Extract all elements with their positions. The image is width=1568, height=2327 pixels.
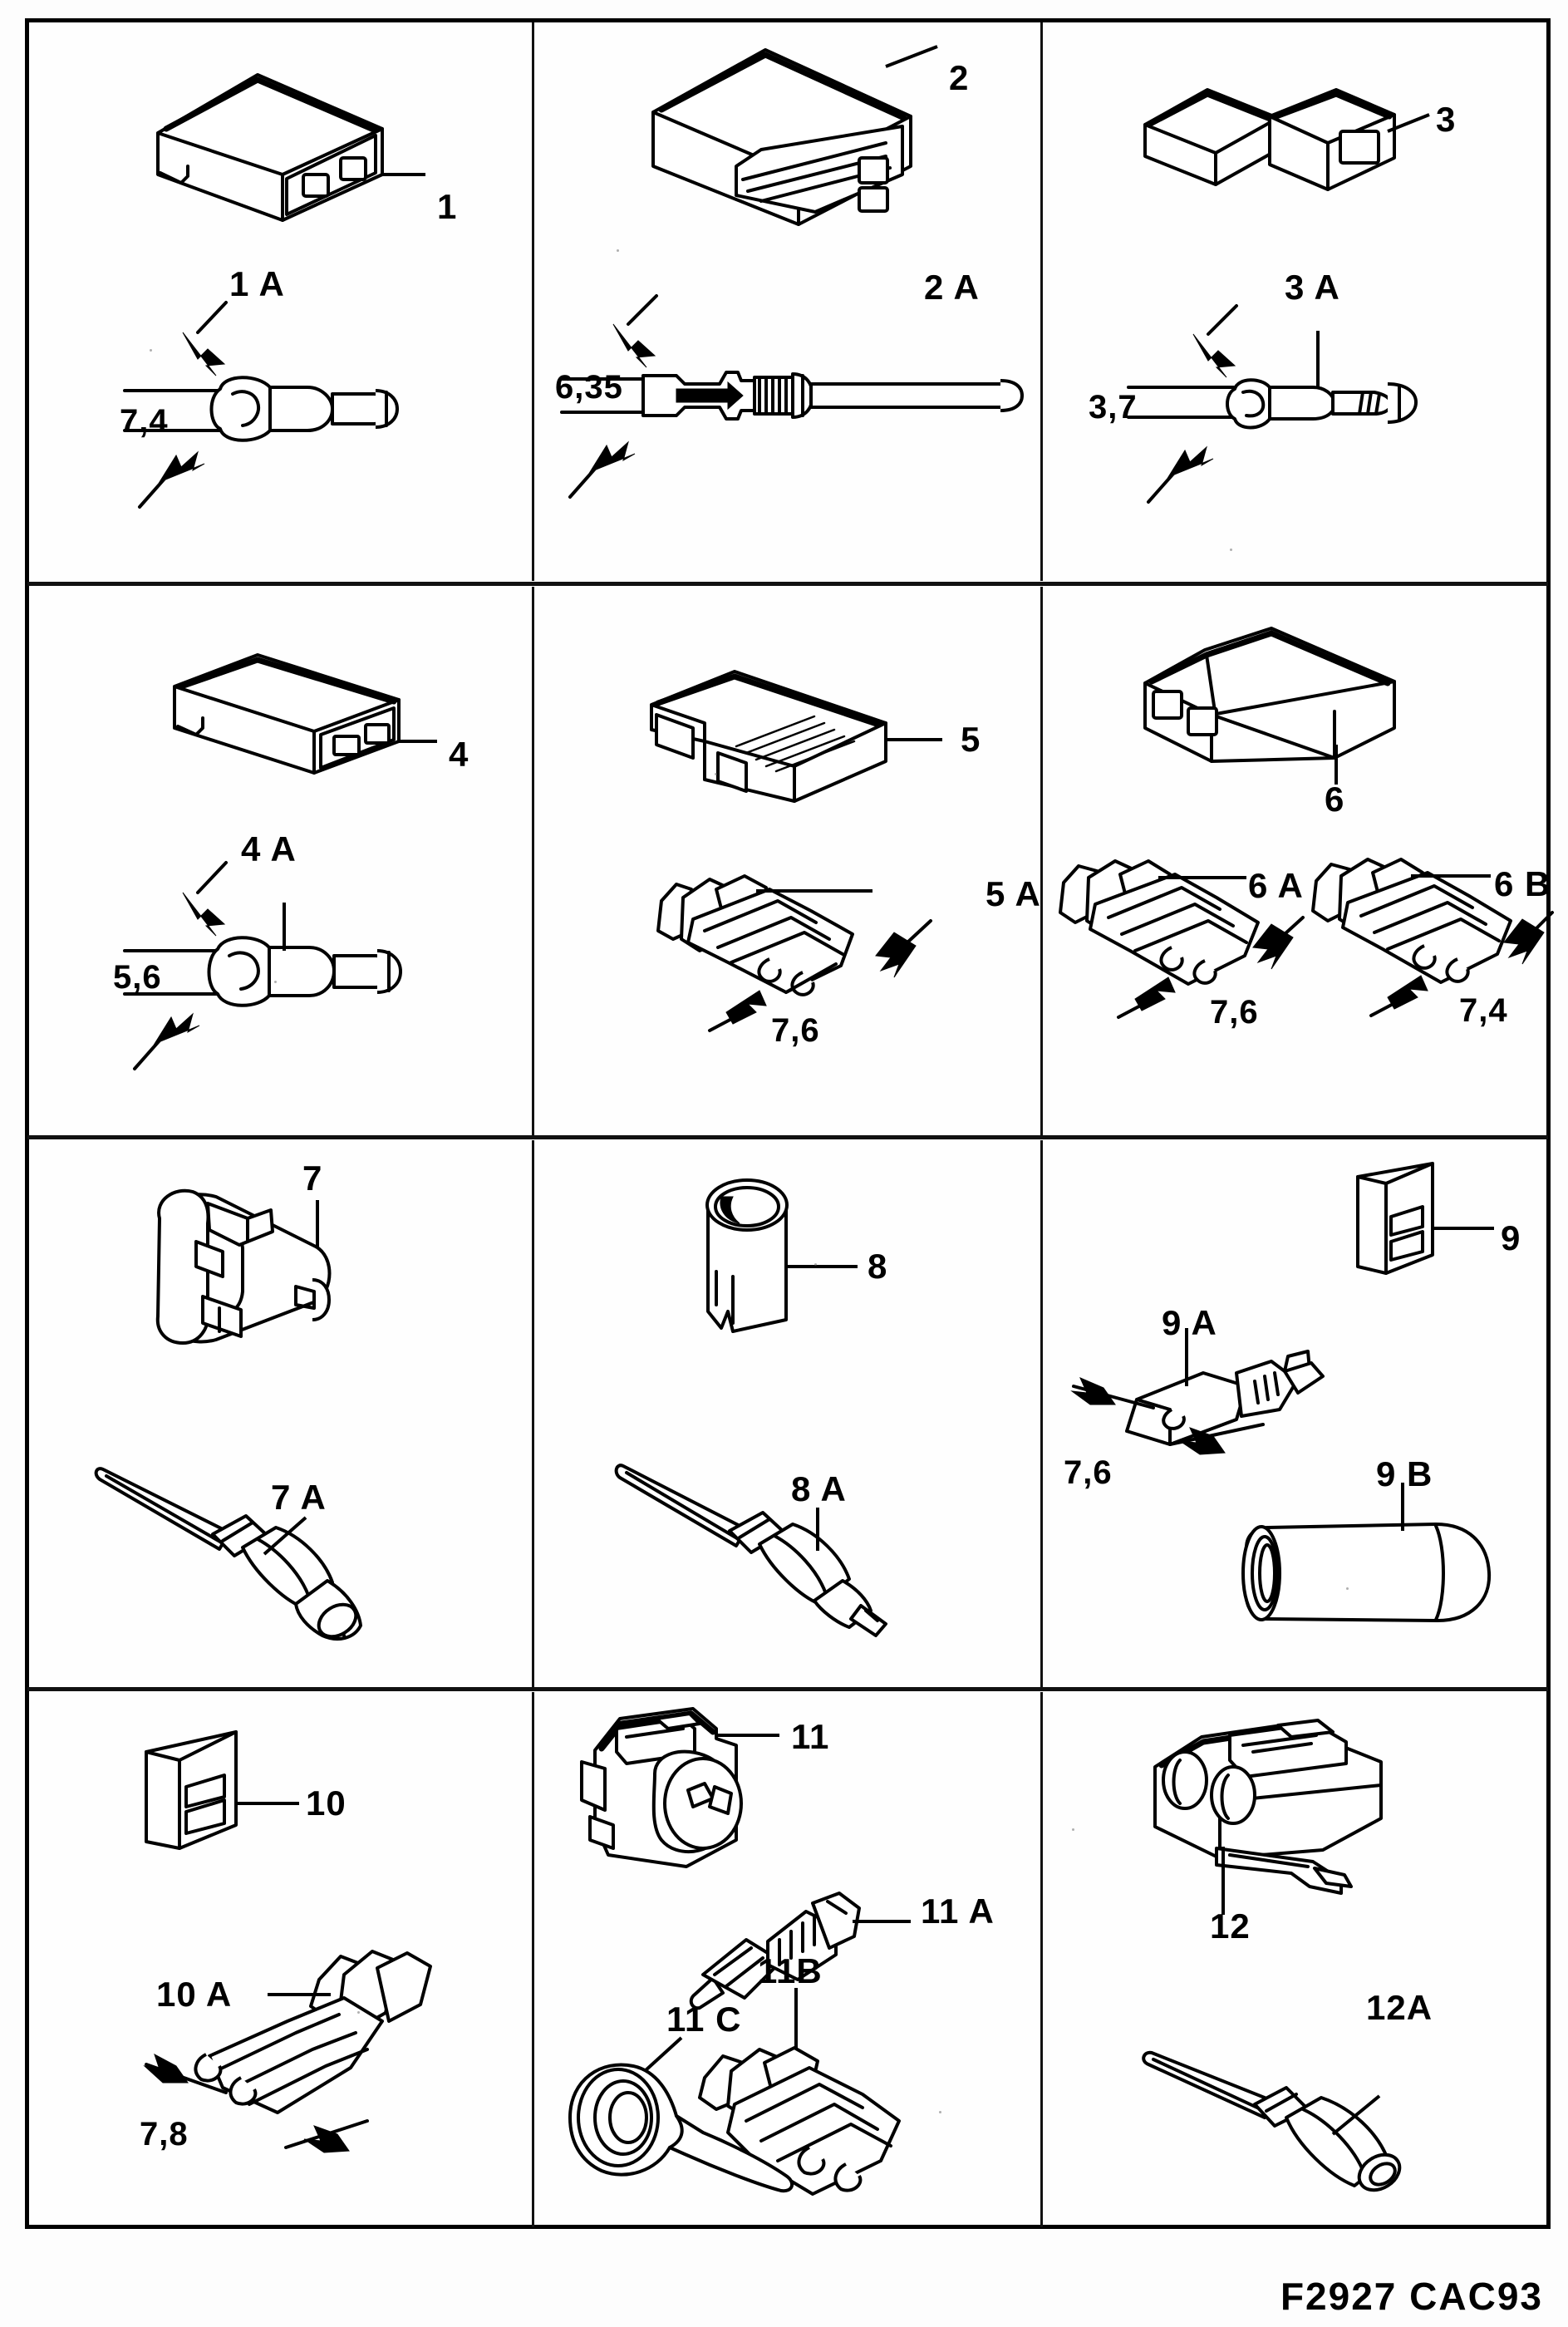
cell-6: 6 6 A 7,6 [1045,587,1554,1132]
cell-8: 8 8 A [537,1140,1035,1684]
figure-part-9a [1070,1328,1325,1455]
part-label-4a: 4 A [241,829,297,868]
figure-part-3a [1127,304,1418,504]
figure-part-5 [650,670,942,803]
figure-part-4a [123,861,402,1070]
grid-vline-col2-r4 [1040,1692,1043,2227]
dimension-label-3-7: 3,7 [1089,389,1138,426]
cell-12: 12 12A [1045,1692,1542,2224]
part-label-2: 2 [949,58,970,97]
part-label-11b: 11B [758,1951,823,1990]
grid-vline-col1 [532,22,534,581]
grid-vline-col2 [1040,22,1043,581]
part-label-3a: 3 A [1285,268,1340,307]
part-label-9a: 9 A [1162,1303,1217,1342]
figure-part-5a [656,874,932,1032]
part-label-5a: 5 A [986,874,1041,913]
grid-vline-col2-r3 [1040,1140,1043,1687]
part-label-11c: 11 C [666,2000,742,2039]
part-label-8a: 8 A [791,1469,847,1508]
figure-part-8 [705,1178,858,1333]
figure-part-11c [568,2036,794,2193]
part-label-2a: 2 A [924,268,980,307]
part-label-9: 9 [1501,1218,1521,1257]
part-label-6a: 6 A [1248,866,1304,905]
cell-2: 2 2 A 6,35 [537,25,1035,580]
grid-hline-row1 [27,582,1548,586]
figure-part-10a [143,1950,432,2153]
cell-11: 11 11 A 11B [537,1692,1035,2224]
cell-1: 1 1 A 7,4 [33,25,530,580]
figure-part-11a [689,1892,911,2010]
figure-part-9 [1356,1162,1494,1275]
figure-part-6 [1143,627,1396,785]
part-label-10: 10 [306,1783,347,1823]
figure-part-6a [1059,859,1305,1019]
grid-vline-col1-r2 [532,587,534,1135]
part-label-12a: 12A [1366,1988,1433,2027]
dimension-label-7-8: 7,8 [140,2116,189,2152]
figure-part-2a [560,294,1024,499]
footer-code: F2927 CAC93 [1280,2275,1543,2318]
part-label-10a: 10 A [156,1975,233,2014]
dimension-label-6-35: 6,35 [555,369,623,406]
cell-4: 4 4 A 5,6 [33,587,530,1132]
cell-5: 5 5 A 7,6 [537,587,1040,1132]
part-label-9b: 9 B [1376,1454,1433,1493]
grid-vline-col1-r3 [532,1140,534,1687]
part-label-3: 3 [1436,100,1457,139]
grid-hline-row2 [27,1135,1548,1139]
figure-part-7 [155,1188,332,1345]
dimension-label-7-4-c6: 7,4 [1459,992,1508,1029]
figure-part-11b [698,1988,901,2196]
grid-vline-col2-r2 [1040,587,1043,1135]
part-label-11: 11 [791,1717,830,1756]
figure-part-8a [614,1464,887,1637]
part-label-8: 8 [868,1247,888,1286]
part-label-1: 1 [437,187,458,226]
part-label-7a: 7 A [271,1478,327,1517]
part-label-12: 12 [1210,1906,1251,1946]
cell-9: 9 9 A 7,6 9 B [1045,1140,1542,1684]
part-label-5: 5 [961,720,981,759]
figure-part-1a [123,301,399,509]
figure-part-10 [145,1730,299,1850]
cell-7: 7 7 A [33,1140,530,1684]
dimension-label-7-6-c6: 7,6 [1210,994,1259,1031]
dimension-label-7-6-c9: 7,6 [1064,1454,1113,1491]
cell-3: 3 3 A 3,7 [1045,25,1542,580]
figure-part-12 [1153,1719,1383,1915]
figure-part-6b [1311,858,1554,1017]
dimension-label-5-6: 5,6 [113,959,162,996]
figure-part-3 [1143,88,1430,191]
part-label-7: 7 [302,1159,323,1198]
dimension-label-7-4: 7,4 [120,403,169,440]
part-label-4: 4 [449,735,469,774]
figure-part-9b [1241,1483,1492,1622]
figure-part-1 [156,73,425,222]
dimension-label-7-6-c5: 7,6 [771,1012,820,1049]
figure-part-4 [173,653,437,775]
cell-10: 10 10 A 7,8 [33,1692,530,2224]
figure-part-11 [580,1707,779,1868]
part-label-11a: 11 A [921,1892,995,1931]
figure-part-7a [94,1467,362,1641]
figure-part-2 [651,45,938,226]
part-label-1a: 1 A [229,264,285,303]
grid-vline-col1-r4 [532,1692,534,2227]
part-label-6b: 6 B [1494,864,1551,903]
figure-part-12a [1142,2050,1402,2192]
grid-hline-row3 [27,1687,1548,1691]
part-label-6: 6 [1325,780,1345,819]
